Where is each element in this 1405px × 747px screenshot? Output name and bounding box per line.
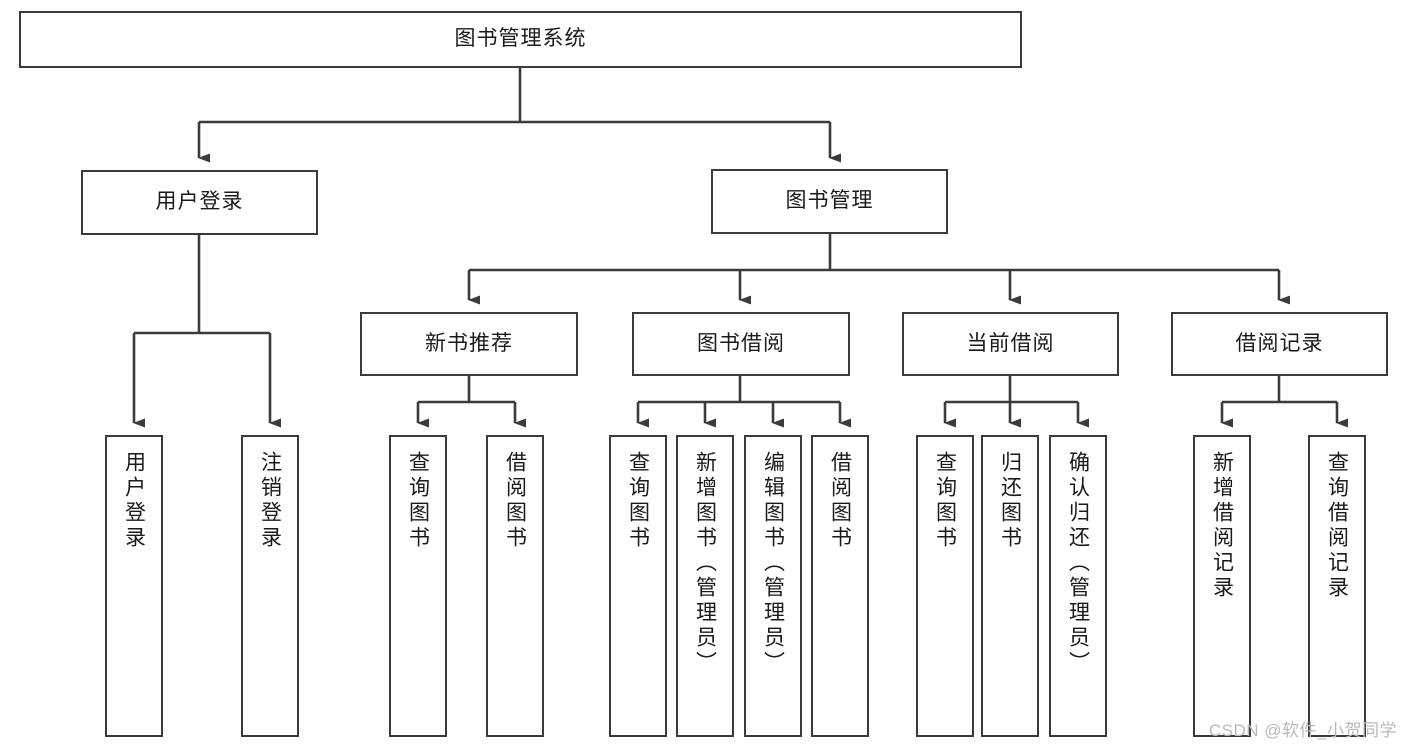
- node-borrow-record-label: 借阅记录: [1235, 331, 1324, 355]
- node-leaf-confirm-return-label: 确认归还（管理员）: [1066, 451, 1090, 676]
- node-leaf-query-record-label: 查询借阅记录: [1325, 451, 1349, 601]
- node-leaf-add-record-label: 新增借阅记录: [1210, 451, 1234, 601]
- node-new-book-rec[interactable]: 新书推荐: [360, 312, 578, 376]
- node-leaf-return-book-label: 归还图书: [998, 451, 1022, 551]
- watermark: CSDN @软件_小贺同学: [1208, 721, 1397, 740]
- node-leaf-borrow-book-2-label: 借阅图书: [828, 451, 852, 551]
- node-leaf-borrow-book-1[interactable]: 借阅图书: [486, 435, 544, 737]
- node-leaf-query-book-1-label: 查询图书: [406, 451, 430, 551]
- node-leaf-edit-book[interactable]: 编辑图书（管理员）: [744, 435, 802, 737]
- node-leaf-query-book-1[interactable]: 查询图书: [389, 435, 447, 737]
- node-leaf-query-book-3-label: 查询图书: [933, 451, 957, 551]
- node-leaf-edit-book-label: 编辑图书（管理员）: [761, 451, 785, 676]
- node-root[interactable]: 图书管理系统: [19, 11, 1022, 68]
- node-leaf-logout-login-label: 注销登录: [258, 451, 282, 551]
- node-leaf-borrow-book-1-label: 借阅图书: [503, 451, 527, 551]
- node-leaf-query-book-2-label: 查询图书: [626, 451, 650, 551]
- node-current-borrow-label: 当前借阅: [966, 331, 1055, 355]
- node-leaf-query-book-2[interactable]: 查询图书: [609, 435, 667, 737]
- node-leaf-add-book[interactable]: 新增图书（管理员）: [676, 435, 734, 737]
- node-leaf-return-book[interactable]: 归还图书: [981, 435, 1039, 737]
- node-user-login-label: 用户登录: [155, 190, 244, 214]
- node-new-book-rec-label: 新书推荐: [425, 331, 513, 355]
- node-leaf-add-record[interactable]: 新增借阅记录: [1193, 435, 1251, 737]
- node-book-manage[interactable]: 图书管理: [711, 169, 948, 234]
- node-leaf-logout-login[interactable]: 注销登录: [241, 435, 299, 737]
- node-leaf-user-login-label: 用户登录: [122, 451, 146, 551]
- node-leaf-confirm-return[interactable]: 确认归还（管理员）: [1049, 435, 1107, 737]
- node-leaf-user-login[interactable]: 用户登录: [105, 435, 163, 737]
- node-leaf-add-book-label: 新增图书（管理员）: [693, 451, 717, 676]
- node-current-borrow[interactable]: 当前借阅: [902, 312, 1119, 376]
- node-leaf-query-book-3[interactable]: 查询图书: [916, 435, 974, 737]
- node-leaf-borrow-book-2[interactable]: 借阅图书: [811, 435, 869, 737]
- node-book-borrow[interactable]: 图书借阅: [632, 312, 850, 376]
- node-book-borrow-label: 图书借阅: [697, 331, 785, 355]
- node-user-login[interactable]: 用户登录: [81, 170, 318, 235]
- node-leaf-query-record[interactable]: 查询借阅记录: [1308, 435, 1366, 737]
- node-borrow-record[interactable]: 借阅记录: [1171, 312, 1388, 376]
- node-book-manage-label: 图书管理: [785, 189, 874, 213]
- node-root-label: 图书管理系统: [454, 27, 587, 51]
